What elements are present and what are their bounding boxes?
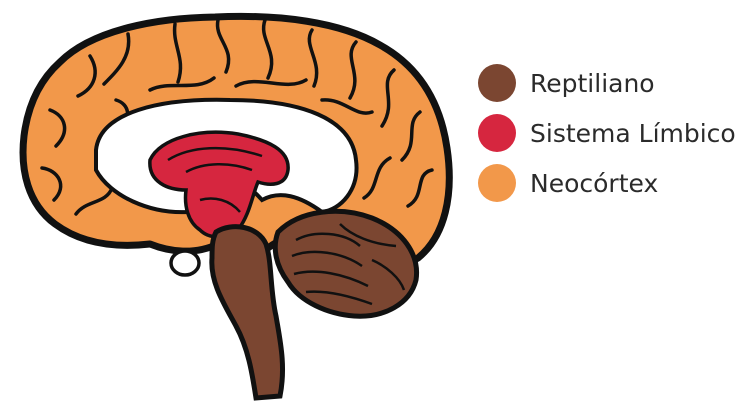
legend-label-neocortex: Neocórtex: [530, 169, 658, 198]
legend-item-limbic: Sistema Límbico: [478, 108, 753, 158]
legend-swatch-neocortex: [478, 164, 516, 202]
brain-diagram: [0, 0, 470, 410]
legend-label-limbic: Sistema Límbico: [530, 119, 736, 148]
legend-swatch-limbic: [478, 114, 516, 152]
legend-label-reptilian: Reptiliano: [530, 69, 655, 98]
legend: Reptiliano Sistema Límbico Neocórtex: [478, 58, 753, 208]
brainstem-region: [212, 227, 283, 398]
legend-item-neocortex: Neocórtex: [478, 158, 753, 208]
legend-swatch-reptilian: [478, 64, 516, 102]
pituitary-body: [171, 251, 199, 275]
legend-item-reptilian: Reptiliano: [478, 58, 753, 108]
